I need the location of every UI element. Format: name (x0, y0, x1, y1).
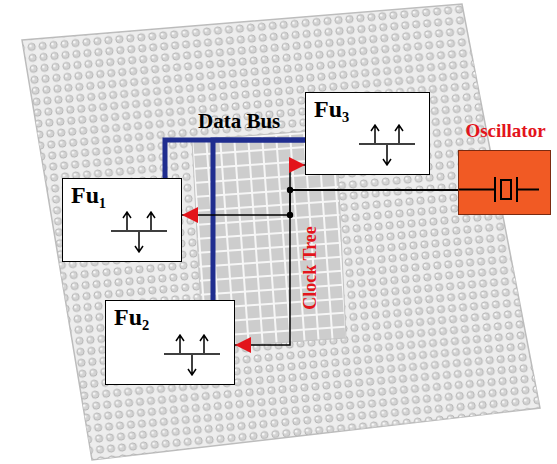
data-bus-line (165, 140, 305, 178)
unit-name: Fu₂ (114, 304, 149, 330)
port-arrows (359, 125, 415, 165)
port-arrows (164, 335, 220, 375)
crystal-symbol (459, 151, 549, 213)
unit-name: Fu₁ (71, 182, 106, 208)
clock-line (182, 190, 458, 215)
clock-line (235, 190, 458, 345)
port-arrows (111, 212, 167, 252)
pin-grid (22, 4, 540, 460)
crystal-lines (459, 177, 539, 202)
bus-port-symbol (162, 332, 222, 378)
unit-name: Fu₃ (314, 96, 349, 122)
oscillator-heading: Oscillator (465, 121, 545, 142)
data-bus-line (213, 140, 305, 300)
chip-body (22, 4, 540, 460)
functional-unit-box: Fu₁ (62, 178, 182, 262)
bus-port-symbol (109, 209, 169, 255)
functional-unit-box: Fu₂ (105, 300, 235, 385)
clock-label: Clock Tree (301, 226, 321, 310)
bus-port-symbol (357, 122, 417, 168)
bus-label: Data Bus (198, 110, 280, 133)
functional-unit-box: Fu₃ (305, 92, 430, 175)
oscillator-box: Oscillator (458, 150, 551, 215)
